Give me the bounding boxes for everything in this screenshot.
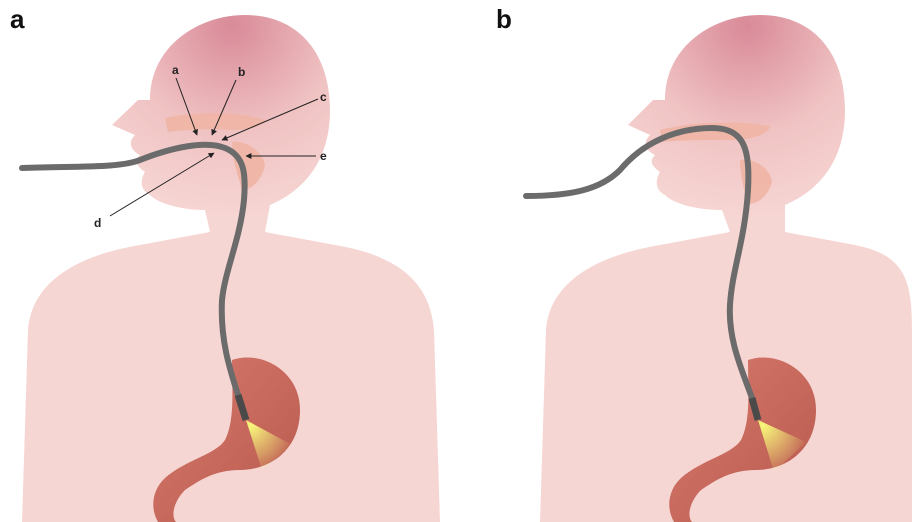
callout-a: a: [172, 63, 179, 77]
callout-e: e: [320, 149, 327, 163]
callout-c: c: [320, 90, 327, 104]
callout-d: d: [94, 216, 101, 230]
callout-b: b: [238, 65, 245, 79]
figure-a: a b c d e: [22, 15, 440, 522]
figure-b: [526, 15, 912, 522]
